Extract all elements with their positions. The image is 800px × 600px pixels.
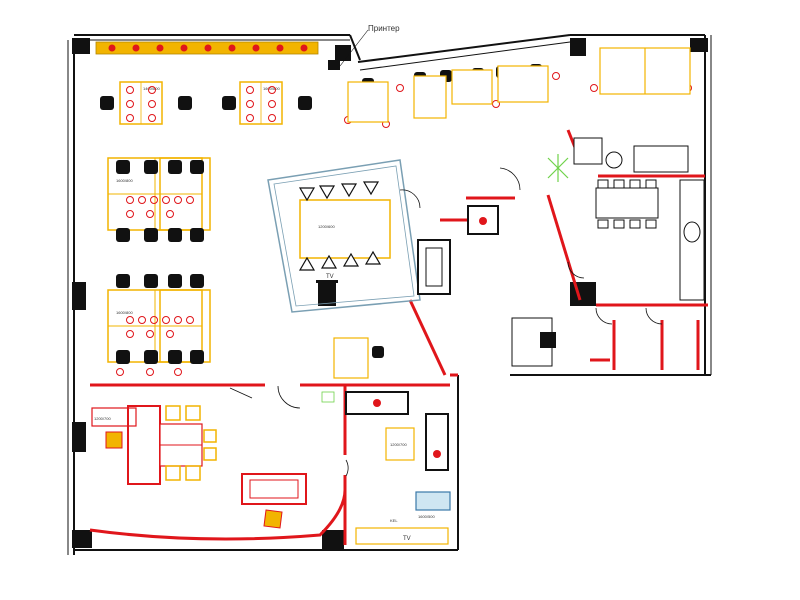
- sofa-bottom-left: [241, 473, 307, 505]
- armchair-bottom-left: [263, 509, 283, 529]
- sofa-right: [605, 145, 689, 173]
- tv-screen-1: [316, 280, 338, 283]
- structural-columns: [72, 38, 708, 550]
- top-storage-markers: [108, 44, 308, 52]
- printer-icon: [328, 29, 369, 70]
- kitchen-counter: [679, 179, 705, 301]
- bottom-counter: KEL TV: [355, 518, 449, 545]
- printer-label: Принтер: [368, 24, 400, 33]
- tv-label-2: TV: [403, 536, 411, 542]
- black-sofa-center: [417, 239, 451, 295]
- sofa-right-lounge: [425, 413, 449, 471]
- kitchen-chairs: [597, 179, 657, 229]
- reception-label: 1200/700: [94, 416, 111, 421]
- tv-label-1: TV: [326, 274, 334, 280]
- kitchen-table: [595, 187, 659, 219]
- meeting-chairs: [298, 181, 382, 271]
- cluster-label-2: 1600/800: [116, 310, 133, 315]
- lounge-table-label: 1200/700: [390, 442, 407, 447]
- glass-meeting-room: [267, 159, 421, 313]
- desk-code-2: 1600/800: [263, 86, 280, 91]
- meeting-table: 1200/600: [299, 199, 391, 259]
- reception-desk-small: [333, 337, 369, 379]
- plant-green: [547, 154, 569, 182]
- meeting-table-label: 1200/600: [318, 224, 335, 229]
- cluster-label-1: 1600/800: [116, 178, 133, 183]
- armchair-top-right: [573, 137, 603, 165]
- reception-chairs: [165, 405, 217, 481]
- green-accent: [321, 391, 335, 403]
- kitchen-unit-label: KEL: [390, 518, 398, 523]
- black-sofa-bottom: [345, 391, 409, 415]
- reception-area: 1200/700: [91, 405, 203, 485]
- small-office-desk: [511, 317, 556, 367]
- lounge-table: 1200/700: [385, 427, 415, 461]
- armchair-center: [467, 205, 499, 235]
- outer-walls: [67, 34, 712, 555]
- doors: [229, 167, 663, 477]
- aquarium-label: 1600/500: [418, 514, 435, 519]
- desk-code-1: 1400/800: [143, 86, 160, 91]
- small-table-left: [105, 431, 123, 449]
- aquarium: 1600/500: [415, 491, 451, 519]
- printer-zone-desks: [347, 47, 691, 123]
